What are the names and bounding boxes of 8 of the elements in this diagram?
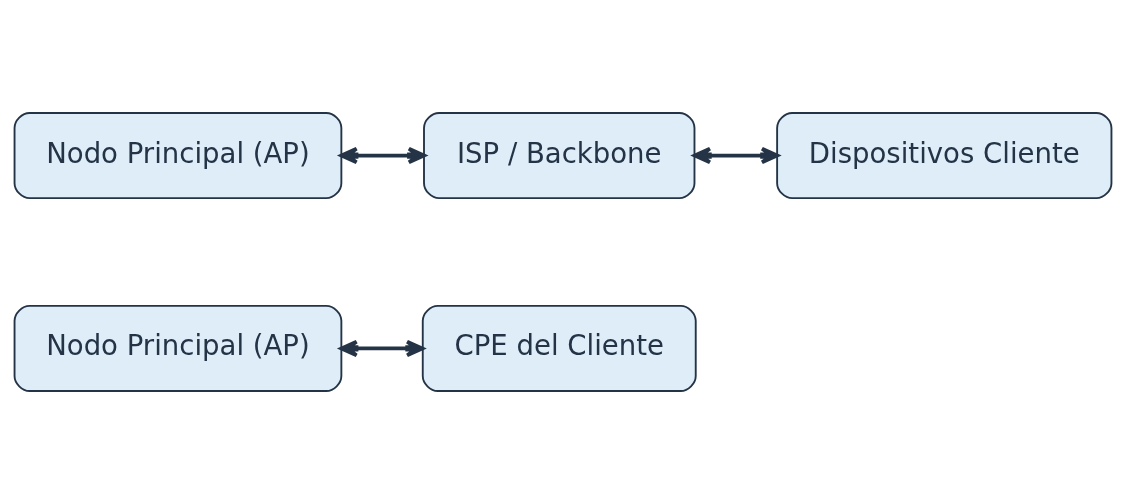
node-box: ISP / Backbone <box>423 112 696 200</box>
arrow <box>339 339 425 358</box>
arrow <box>339 146 426 165</box>
node-box: CPE del Cliente <box>421 304 697 392</box>
arrow <box>692 146 779 165</box>
node-box: Nodo Principal (AP) <box>13 304 343 392</box>
node-box: Nodo Principal (AP) <box>13 112 343 200</box>
node-box: Dispositivos Cliente <box>776 112 1113 200</box>
